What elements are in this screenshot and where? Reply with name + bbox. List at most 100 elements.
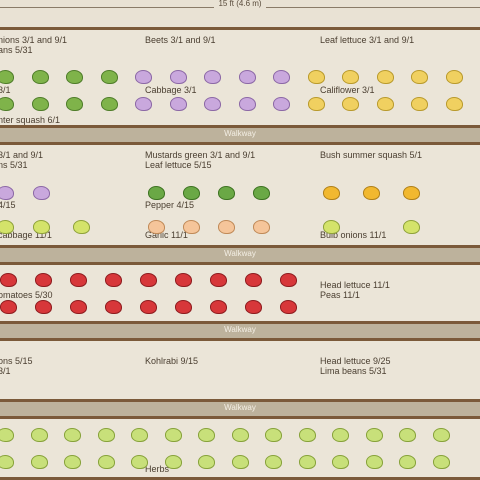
plant-marker xyxy=(204,97,221,111)
bed-border xyxy=(0,416,480,419)
plant-marker xyxy=(399,455,416,469)
plant-marker xyxy=(66,70,83,84)
bed-border xyxy=(0,399,480,402)
plant-marker xyxy=(198,428,215,442)
plant-marker xyxy=(64,455,81,469)
plant-marker xyxy=(432,428,450,442)
plant-label: ons 5/15 xyxy=(0,356,33,366)
plant-label: Garlic 11/1 xyxy=(145,230,188,240)
plant-marker xyxy=(231,428,249,442)
plant-marker xyxy=(376,70,394,84)
plant-label: Leaf lettuce 3/1 and 9/1 xyxy=(320,35,415,45)
walkway-label: Walkway xyxy=(224,129,256,138)
plant-marker xyxy=(0,300,17,314)
walkway-label: Walkway xyxy=(224,325,256,334)
plant-label: Kohlrabi 9/15 xyxy=(145,356,199,366)
plant-marker xyxy=(342,70,359,84)
plant-marker xyxy=(280,273,297,287)
plant-marker xyxy=(218,186,235,200)
plant-marker xyxy=(100,70,118,84)
plant-marker xyxy=(164,428,182,442)
plant-label: ans 5/31 xyxy=(0,45,33,55)
plant-label: Herbs xyxy=(145,464,170,474)
plant-marker xyxy=(164,455,182,469)
plant-marker xyxy=(298,428,316,442)
plant-marker xyxy=(175,273,192,287)
plant-marker xyxy=(100,97,118,111)
plant-label: Mustards green 3/1 and 9/1 xyxy=(145,150,256,160)
plant-marker xyxy=(210,273,227,287)
plant-marker xyxy=(445,70,463,84)
plant-marker xyxy=(307,70,325,84)
walkway-label: Walkway xyxy=(224,403,256,412)
plant-label: cabbage 11/1 xyxy=(0,230,52,240)
plant-marker xyxy=(253,220,270,234)
plant-marker xyxy=(198,455,215,469)
plant-marker xyxy=(70,300,87,314)
plant-marker xyxy=(31,97,49,111)
bed-border xyxy=(0,27,480,30)
plant-marker xyxy=(30,455,48,469)
plant-label: Bulb onions 11/1 xyxy=(320,230,387,240)
bed-border xyxy=(0,142,480,145)
plant-marker xyxy=(105,300,122,314)
plant-label: Califlower 3/1 xyxy=(320,85,375,95)
plant-marker xyxy=(0,428,14,442)
plant-marker xyxy=(298,455,316,469)
walkway-1: Walkway xyxy=(0,128,480,142)
garden-bed-4 xyxy=(0,341,480,399)
plant-marker xyxy=(323,220,340,234)
plant-marker xyxy=(265,455,282,469)
plant-marker xyxy=(411,70,428,84)
plant-marker xyxy=(0,455,14,469)
plant-marker xyxy=(169,97,187,111)
plant-label: nions 3/1 and 9/1 xyxy=(0,35,68,45)
plant-marker xyxy=(135,97,152,111)
plant-label: 3/1 and 9/1 xyxy=(0,150,44,160)
plant-label: Lima beans 5/31 xyxy=(320,366,387,376)
walkway-4: Walkway xyxy=(0,402,480,416)
plant-marker xyxy=(238,70,256,84)
plant-marker xyxy=(0,97,14,111)
plant-label: Head lettuce 11/1 xyxy=(320,280,390,290)
plant-marker xyxy=(273,97,290,111)
plant-marker xyxy=(70,273,87,287)
plant-marker xyxy=(399,428,416,442)
plant-marker xyxy=(64,428,81,442)
plant-marker xyxy=(204,70,221,84)
plant-label: Beets 3/1 and 9/1 xyxy=(145,35,216,45)
plant-marker xyxy=(97,455,115,469)
plant-marker xyxy=(66,97,83,111)
bed-border xyxy=(0,321,480,324)
plant-marker xyxy=(148,186,165,200)
plant-marker xyxy=(280,300,297,314)
plant-marker xyxy=(403,186,420,200)
walkway-label: Walkway xyxy=(224,249,256,258)
walkway-3: Walkway xyxy=(0,324,480,338)
plant-marker xyxy=(33,186,50,200)
plant-marker xyxy=(175,300,192,314)
plant-marker xyxy=(376,97,394,111)
plant-marker xyxy=(403,220,420,234)
scale-label: 15 ft (4.6 m) xyxy=(0,0,480,8)
plant-marker xyxy=(31,70,49,84)
bed-border xyxy=(0,477,480,480)
plant-label: ns 5/31 xyxy=(0,160,28,170)
plant-marker xyxy=(210,300,227,314)
plant-marker xyxy=(131,455,148,469)
plant-marker xyxy=(342,97,359,111)
plant-marker xyxy=(35,300,52,314)
plant-marker xyxy=(0,273,17,287)
walkway-2: Walkway xyxy=(0,248,480,262)
plant-marker xyxy=(135,70,152,84)
bed-border xyxy=(0,262,480,265)
plant-marker xyxy=(332,455,349,469)
plant-marker xyxy=(140,273,157,287)
plant-label: nter squash 6/1 xyxy=(0,115,61,125)
plant-label: Leaf lettuce 5/15 xyxy=(145,160,212,170)
bed-border xyxy=(0,338,480,341)
plant-marker xyxy=(432,455,450,469)
plant-label: omatoes 5/30 xyxy=(0,290,53,300)
plant-marker xyxy=(273,70,290,84)
bed-border xyxy=(0,125,480,128)
